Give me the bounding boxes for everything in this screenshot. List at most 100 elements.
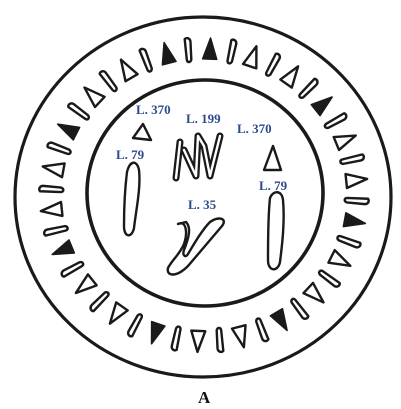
border-motif xyxy=(343,213,366,231)
border-motif xyxy=(340,154,365,165)
border-motif xyxy=(303,283,328,308)
border-stroke xyxy=(324,113,348,130)
sign-stroke-left xyxy=(124,163,139,236)
border-motif xyxy=(334,129,359,150)
label-l79-left: L. 79 xyxy=(116,147,145,162)
border-stroke xyxy=(99,70,118,92)
border-triangle xyxy=(55,118,80,140)
border-motif xyxy=(203,38,218,60)
border-motif xyxy=(328,250,353,272)
border-motif xyxy=(254,318,268,342)
border-triangle xyxy=(232,325,251,349)
label-l199: L. 199 xyxy=(186,111,221,126)
border-motif xyxy=(50,240,75,261)
border-motif xyxy=(72,274,97,298)
border-motif xyxy=(318,270,341,288)
border-motif xyxy=(290,298,309,320)
border-triangle xyxy=(72,274,97,298)
border-stroke xyxy=(39,186,63,192)
border-motif xyxy=(47,142,72,155)
border-motif xyxy=(104,302,128,327)
border-motif xyxy=(270,309,293,334)
border-stroke xyxy=(345,198,369,204)
border-motif xyxy=(243,44,263,68)
border-triangle xyxy=(311,92,336,116)
border-motif xyxy=(127,313,143,337)
border-triangle xyxy=(80,82,105,107)
label-l370-left: L. 370 xyxy=(136,102,171,117)
border-triangle xyxy=(328,250,353,272)
border-stroke xyxy=(127,313,143,337)
border-triangle xyxy=(157,41,176,65)
label-l370-right: L. 370 xyxy=(237,121,272,136)
border-stroke xyxy=(227,39,237,64)
border-triangle xyxy=(50,240,75,261)
border-stroke xyxy=(171,326,181,351)
border-motif xyxy=(298,78,318,99)
border-motif xyxy=(99,70,118,92)
border-stroke xyxy=(60,260,84,277)
border-motif xyxy=(157,41,176,65)
border-stroke xyxy=(336,235,361,248)
border-motif xyxy=(145,322,165,346)
border-stroke xyxy=(89,290,109,311)
border-triangle xyxy=(280,62,304,87)
border-motif xyxy=(40,202,62,218)
border-triangle xyxy=(115,56,138,81)
border-stroke xyxy=(185,38,193,62)
border-stroke xyxy=(68,102,91,120)
border-motif xyxy=(185,38,193,62)
border-stroke xyxy=(254,318,268,342)
sign-lower-curve xyxy=(168,219,224,275)
border-motif xyxy=(311,92,336,116)
border-motif xyxy=(41,160,64,178)
sign-triangle-left xyxy=(133,124,151,140)
border-motif xyxy=(336,235,361,248)
border-stroke xyxy=(290,298,309,320)
border-stroke xyxy=(340,154,365,165)
figure-caption: A xyxy=(198,388,211,407)
border-triangle xyxy=(334,129,359,150)
border-triangle xyxy=(346,172,368,188)
sign-stroke-right xyxy=(268,192,284,269)
border-motif xyxy=(345,198,369,204)
border-motif xyxy=(215,328,223,352)
border-motif xyxy=(280,62,304,87)
border-motif xyxy=(265,53,281,77)
border-stroke xyxy=(139,48,153,72)
border-stroke xyxy=(265,53,281,77)
border-motif xyxy=(39,186,63,192)
border-stroke xyxy=(43,225,68,236)
border-triangle xyxy=(270,309,293,334)
border-stroke xyxy=(215,328,223,352)
border-motif xyxy=(115,56,138,81)
border-motif xyxy=(43,225,68,236)
border-triangle xyxy=(343,213,366,231)
border-motif xyxy=(139,48,153,72)
border-stroke xyxy=(298,78,318,99)
border-motif xyxy=(227,39,237,64)
border-motif xyxy=(55,118,80,140)
border-triangle xyxy=(104,302,128,327)
border-triangle xyxy=(303,283,328,308)
border-triangle xyxy=(41,160,64,178)
label-l35: L. 35 xyxy=(188,197,217,212)
border-stroke xyxy=(318,270,341,288)
border-motif xyxy=(89,290,109,311)
border-triangle xyxy=(203,38,218,60)
border-triangle xyxy=(243,44,263,68)
border-motif xyxy=(80,82,105,107)
border-motif xyxy=(171,326,181,351)
border-motif xyxy=(346,172,368,188)
label-l79-right: L. 79 xyxy=(259,178,288,193)
sign-triangle-right xyxy=(264,146,281,170)
border-motif xyxy=(324,113,348,130)
border-triangle xyxy=(145,322,165,346)
border-motif xyxy=(68,102,91,120)
border-motif xyxy=(232,325,251,349)
border-triangle xyxy=(40,202,62,218)
border-motif xyxy=(190,331,205,353)
border-triangle xyxy=(190,331,205,353)
border-stroke xyxy=(47,142,72,155)
